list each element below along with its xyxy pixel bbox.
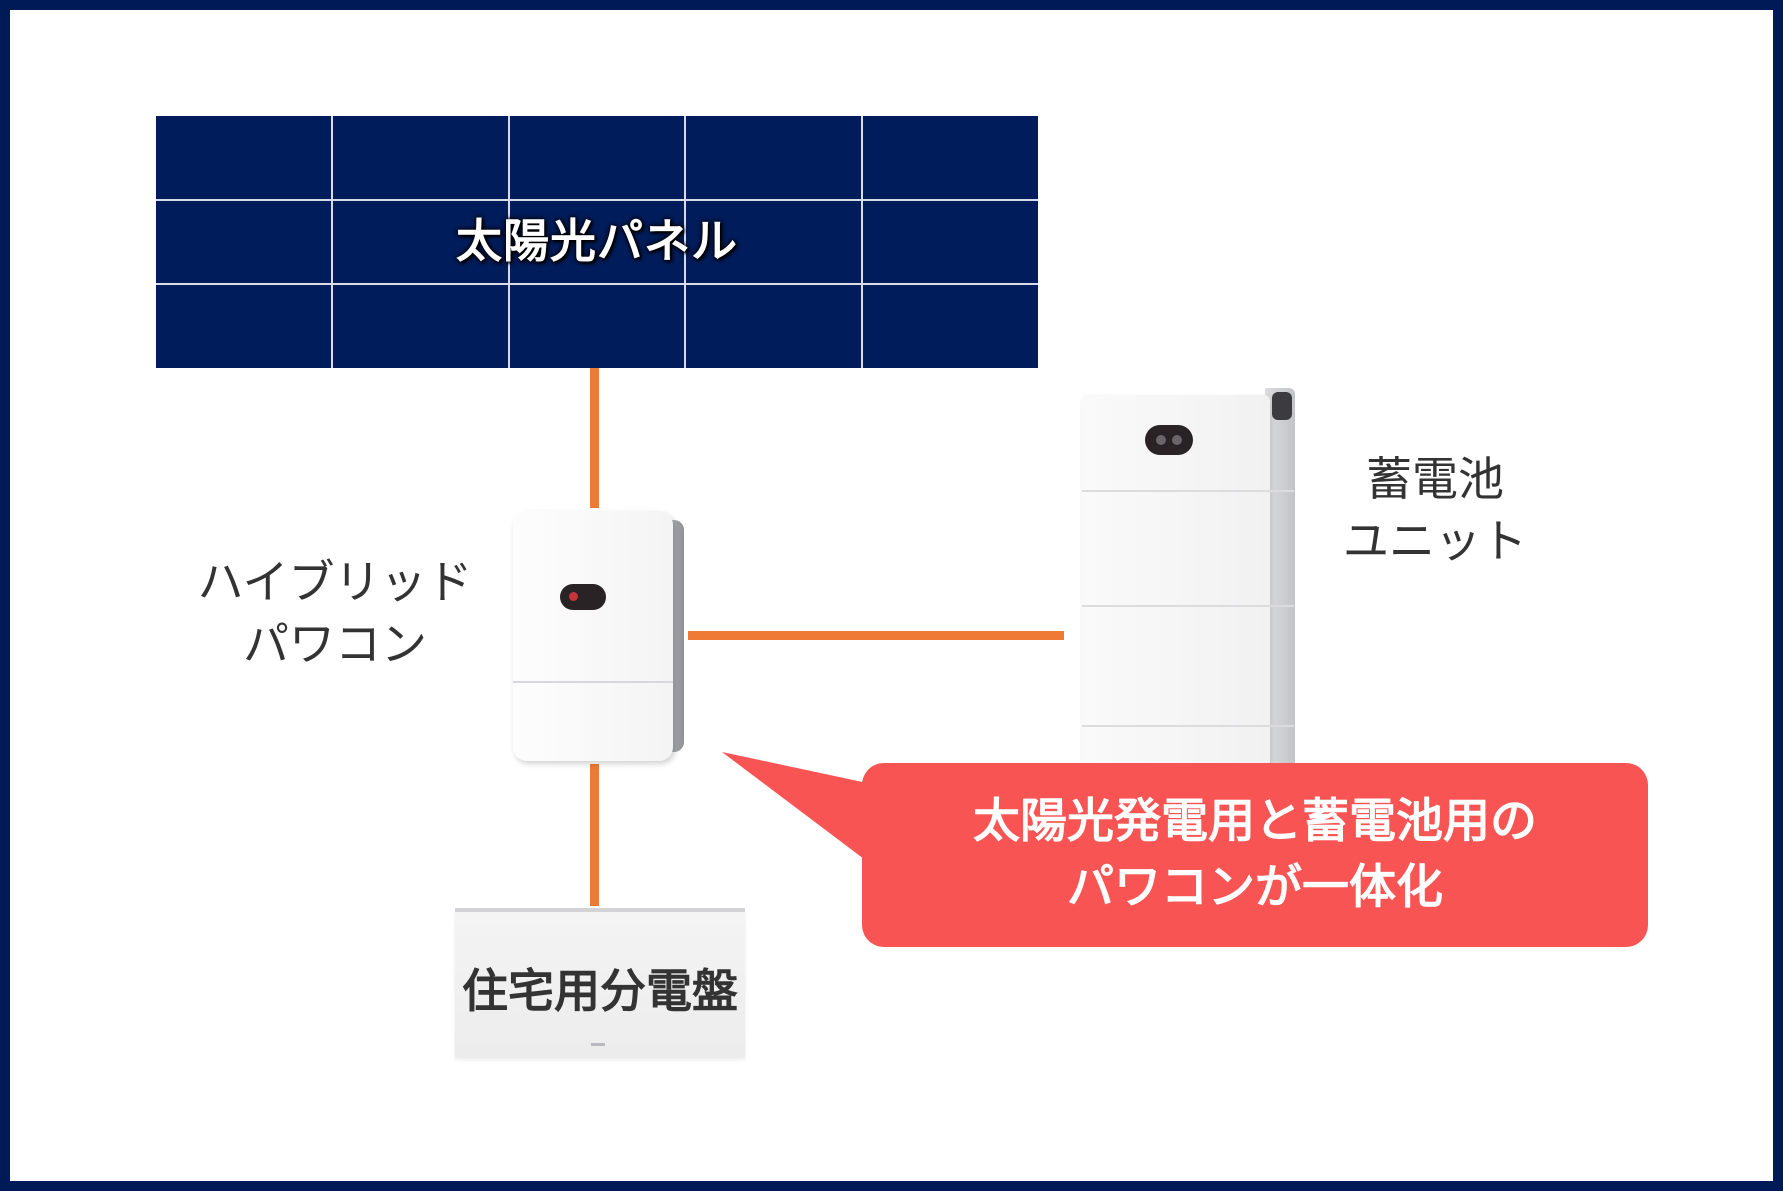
distribution-board-label: 住宅用分電盤 (462, 964, 738, 1018)
panel-cell (686, 285, 862, 368)
indicator-light-icon (1172, 435, 1182, 445)
panel-cell (332, 116, 508, 199)
callout-line1: 太陽光発電用と蓄電池用の (973, 794, 1537, 849)
wire-panel-to-inverter (590, 368, 599, 508)
panel-cell (332, 285, 508, 368)
panel-cell (509, 116, 685, 199)
panel-cell (686, 200, 862, 284)
inverter-panel-split (513, 681, 673, 683)
panel-cell (509, 285, 685, 368)
panel-cell (156, 116, 331, 199)
indicator-light-icon (1156, 435, 1166, 445)
solar-panel (156, 116, 1038, 368)
panel-cell (156, 200, 331, 284)
battery-module-divider (1082, 725, 1294, 727)
solar-panel-label: 太陽光パネル (456, 214, 738, 268)
panel-cell (863, 200, 1038, 284)
battery-label-line1: 蓄電池 (1366, 452, 1504, 506)
battery-display-icon (1145, 425, 1193, 455)
panel-cell (686, 116, 862, 199)
hybrid-inverter (513, 511, 673, 761)
distribution-board-mark (591, 1043, 605, 1046)
callout-line2: パワコンが一体化 (1067, 860, 1443, 915)
callout-box: 太陽光発電用と蓄電池用の パワコンが一体化 (862, 763, 1648, 947)
battery-label: 蓄電池 ユニット (1315, 448, 1555, 572)
distribution-board (455, 908, 745, 1058)
brand-logo-icon (569, 592, 578, 601)
inverter-label-line1: ハイブリッド (197, 555, 473, 609)
battery-unit (1082, 395, 1270, 767)
battery-module-divider (1082, 605, 1294, 607)
battery-module-divider (1082, 490, 1294, 492)
battery-label-line2: ユニット (1343, 514, 1527, 568)
wire-inverter-to-board (590, 764, 599, 906)
panel-cell (509, 200, 685, 284)
wire-inverter-to-battery (688, 631, 1064, 640)
panel-cell (332, 200, 508, 284)
battery-side (1265, 388, 1295, 766)
panel-cell (156, 285, 331, 368)
panel-cell (863, 116, 1038, 199)
inverter-label-line2: パワコン (243, 617, 427, 671)
inverter-label: ハイブリッド パワコン (180, 551, 490, 675)
panel-cell (863, 285, 1038, 368)
battery-handle-icon (1272, 392, 1292, 420)
inverter-display-icon (560, 584, 606, 610)
